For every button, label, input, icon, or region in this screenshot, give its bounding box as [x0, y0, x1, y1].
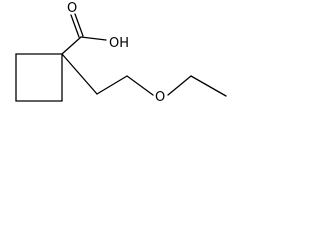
- skeletal-structure: O OH O: [15, 1, 227, 105]
- chain-bond-2: [126, 75, 154, 96]
- ring-to-carboxyl-bond: [61, 36, 82, 55]
- ether-bond-right: [167, 75, 192, 96]
- chain-bond-1: [96, 75, 128, 95]
- ether-oxygen-label: O: [155, 90, 165, 105]
- carbonyl-oxygen-label: O: [67, 1, 77, 16]
- carbonyl-double-bond-a: [70, 14, 80, 38]
- ethyl-terminal-bond: [190, 75, 227, 97]
- carbonyl-double-bond-b: [74, 13, 84, 37]
- carboxyl-oh-bond: [80, 36, 107, 41]
- ring-to-chain-bond: [61, 53, 98, 95]
- hydroxyl-label: OH: [109, 36, 129, 51]
- structure-canvas: O OH O: [0, 0, 235, 116]
